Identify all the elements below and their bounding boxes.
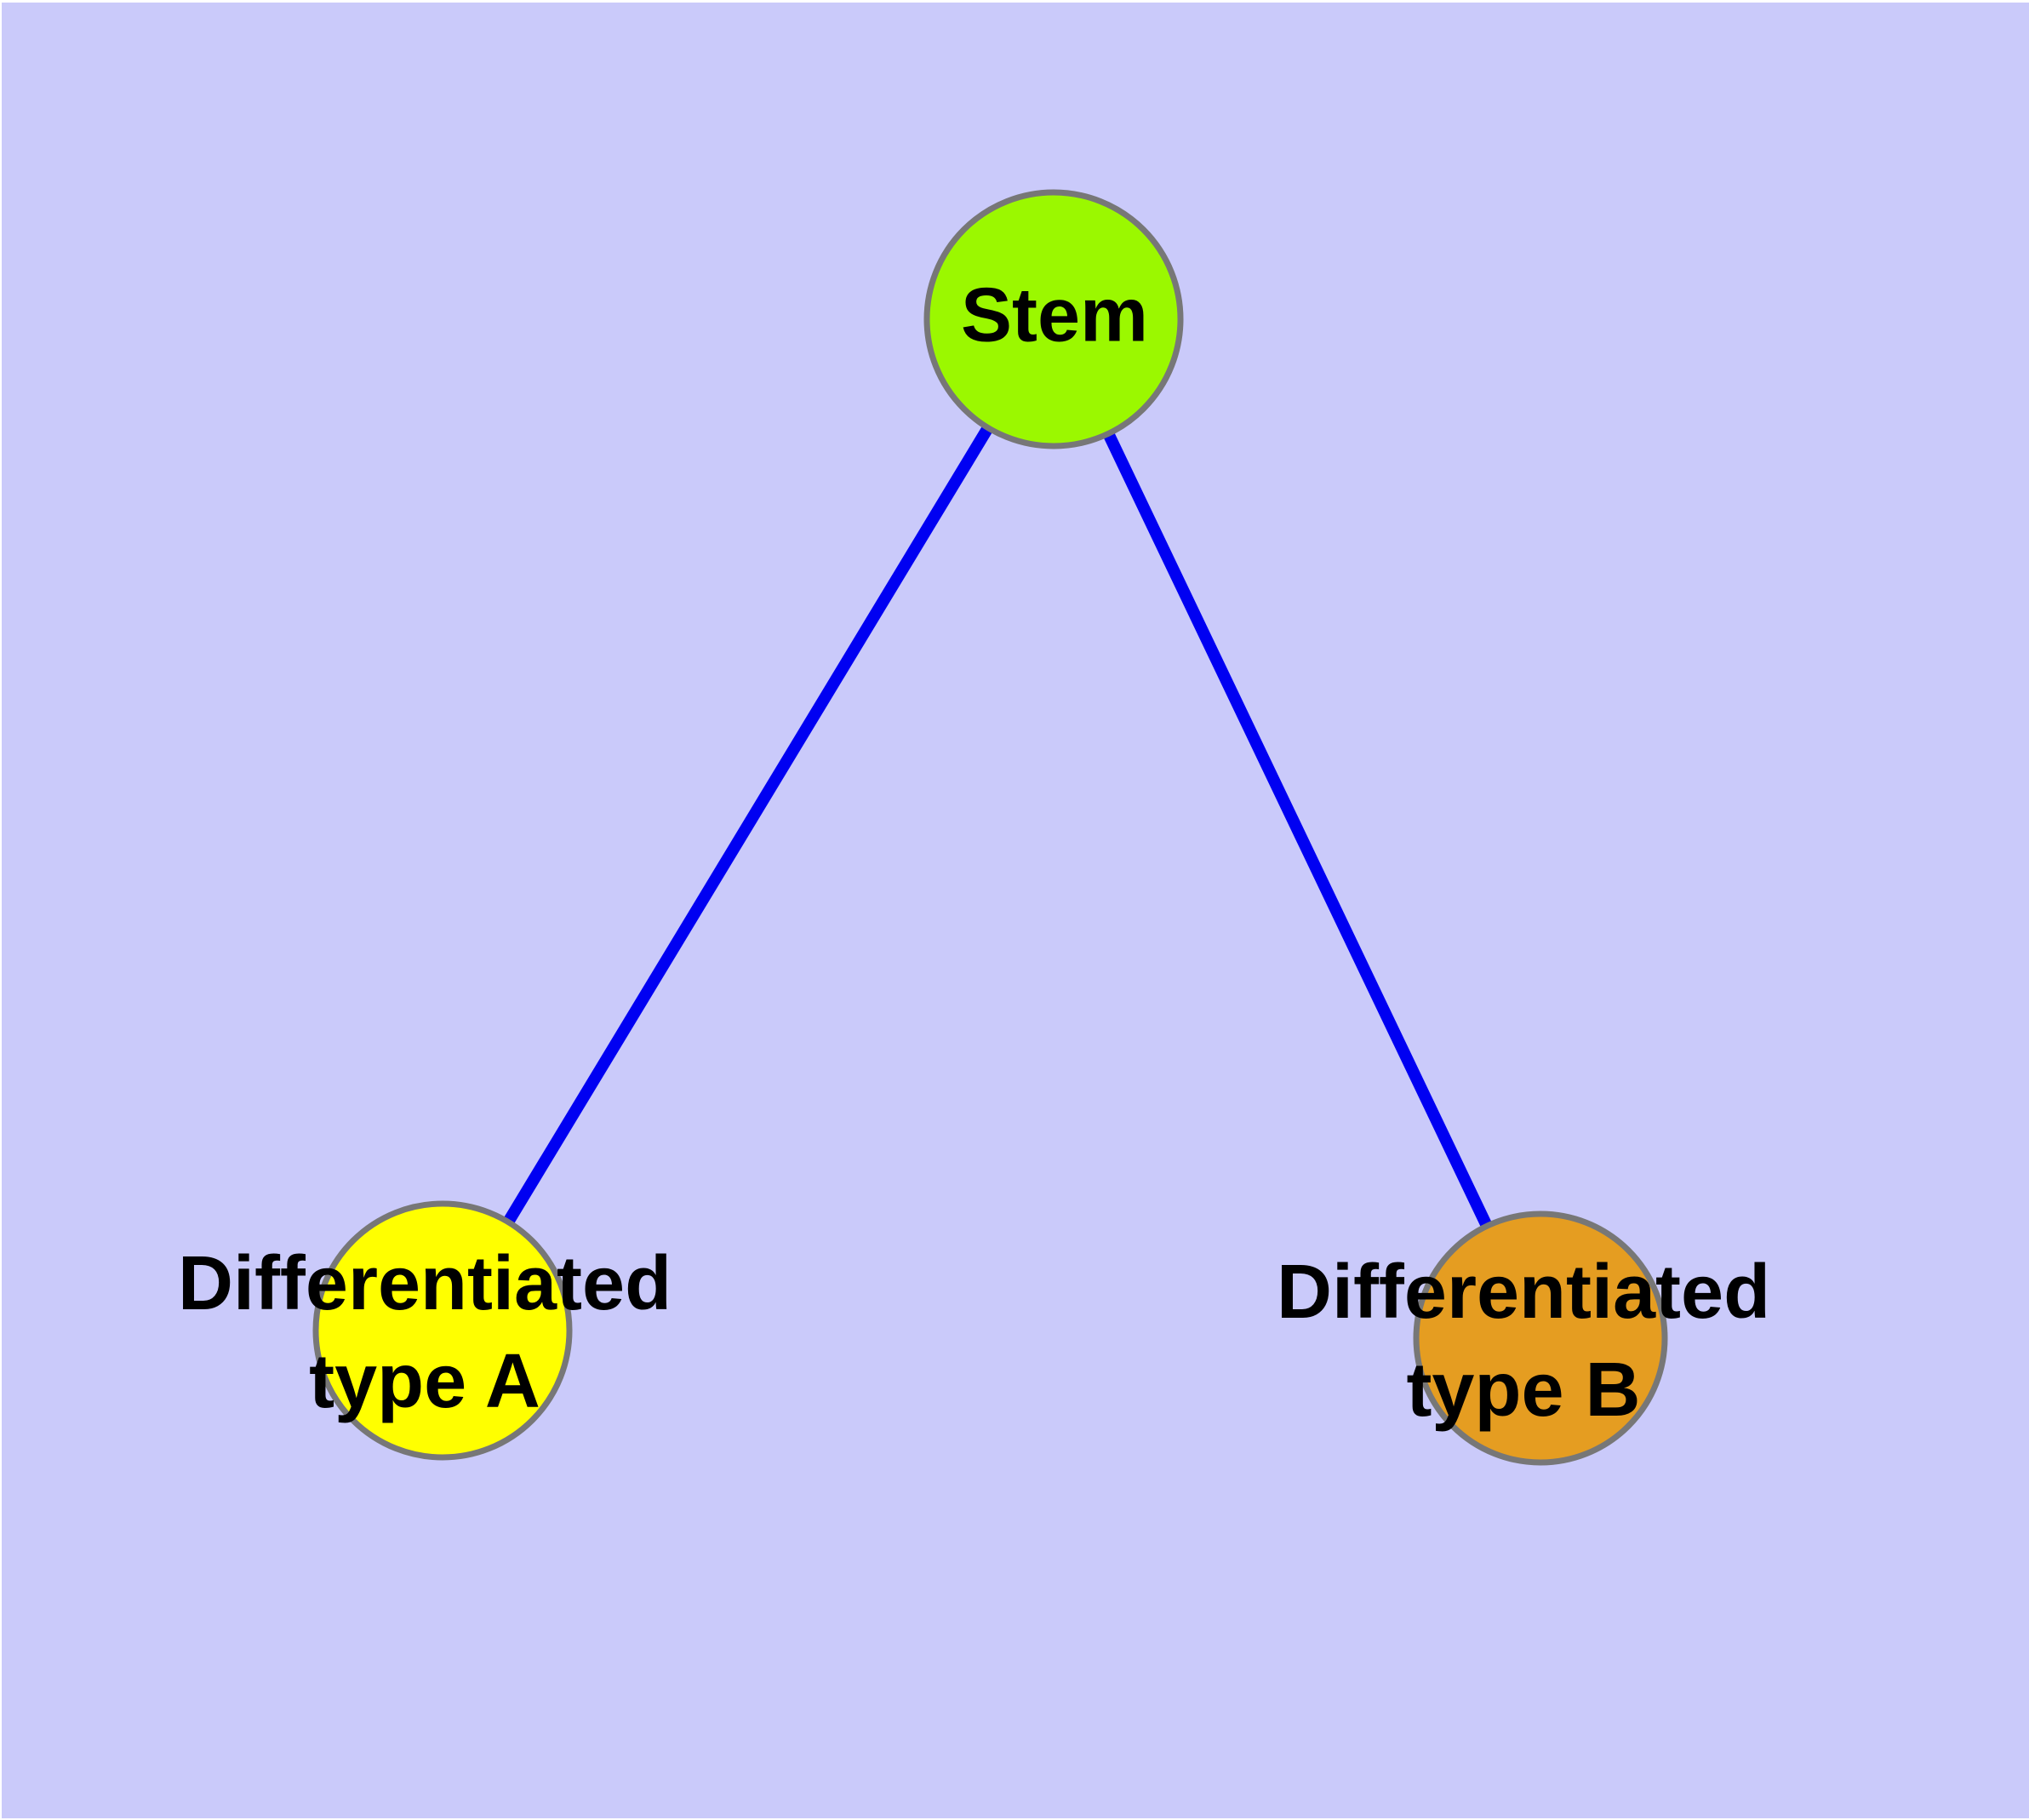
node-label-differentiated-type-a: Differentiated type A bbox=[178, 1235, 672, 1431]
edge-stem-to-type-a bbox=[437, 316, 1059, 1334]
node-label-stem-text: Stem bbox=[960, 272, 1149, 358]
node-differentiated-type-b bbox=[1413, 1210, 1668, 1466]
node-label-stem: Stem bbox=[961, 267, 1148, 365]
node-label-type-a-line1: Differentiated bbox=[177, 1241, 672, 1326]
edge-stem-to-type-b bbox=[1048, 316, 1546, 1342]
node-label-differentiated-type-b: Differentiated type B bbox=[1277, 1244, 1770, 1439]
node-stem bbox=[923, 189, 1184, 449]
node-label-type-a-line2: type A bbox=[309, 1339, 540, 1424]
node-label-type-b-line1: Differentiated bbox=[1276, 1250, 1771, 1335]
node-label-type-b-line2: type B bbox=[1406, 1348, 1641, 1433]
node-differentiated-type-a bbox=[312, 1200, 573, 1461]
